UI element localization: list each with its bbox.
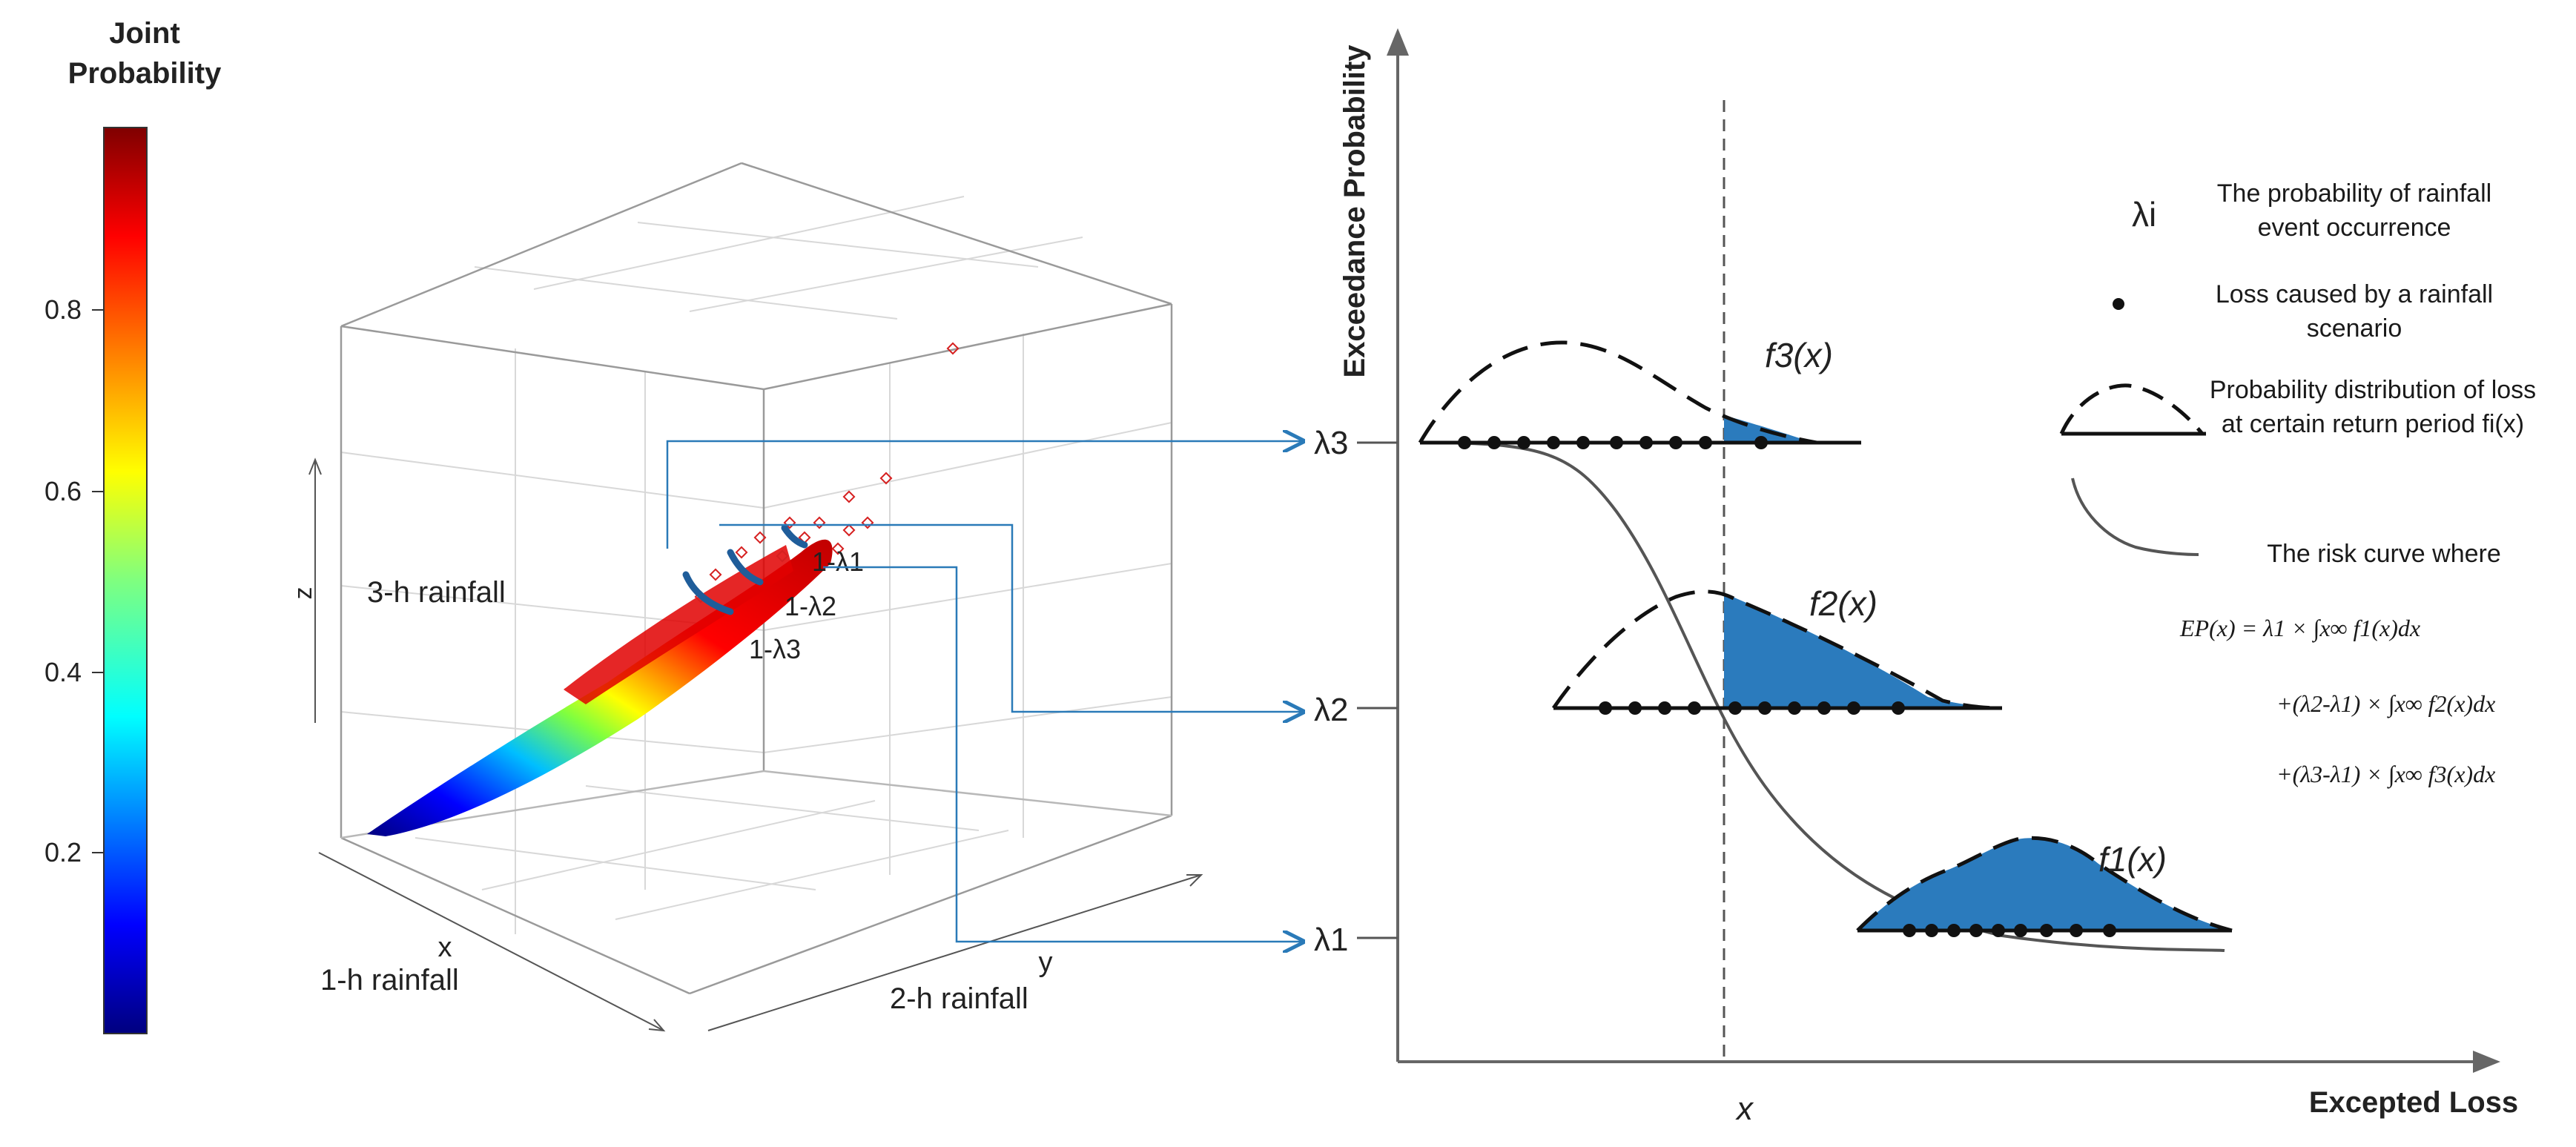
f1-label: f1(x)	[2098, 840, 2167, 879]
colorbar-title-line1: Joint	[109, 17, 180, 50]
y-axis-letter: y	[1039, 947, 1053, 978]
x-threshold-label: x	[1735, 1091, 1754, 1127]
x-axis-label: Excepted Loss	[2309, 1086, 2518, 1119]
legend-formula-line2: +(λ2-λ1) × ∫x∞ f2(x)dx	[2276, 690, 2495, 718]
legend-lambda-desc-line2: event occurrence	[2258, 214, 2451, 242]
lambda-arcs	[682, 524, 808, 615]
legend-distribution-icon	[2059, 383, 2206, 436]
f1-fill	[1857, 838, 2232, 931]
legend-dot-desc-line1: Loss caused by a rainfall	[2216, 280, 2493, 308]
colorbar-title-line2: Probability	[68, 57, 222, 90]
legend-lambda-desc-line1: The probability of rainfall	[2217, 179, 2491, 208]
colorbar-tick-label: 0.2	[44, 837, 82, 867]
arc-lambda3	[682, 571, 734, 615]
risk-chart: Exceedance Probability Excepted Loss λ3 …	[1314, 28, 2518, 1127]
arc-lambda1	[781, 524, 808, 549]
y-axis-arrow	[1387, 28, 1409, 56]
box-axes	[308, 457, 1203, 1032]
colorbar: Joint Probability 0.8 0.6 0.4 0.2	[44, 17, 222, 1034]
legend-dot-desc-line2: scenario	[2307, 314, 2402, 343]
connector-lambda2	[719, 523, 1301, 712]
level-label-lambda2: λ2	[1314, 692, 1348, 728]
connectors	[666, 441, 1301, 942]
level-label-lambda3: λ3	[1314, 425, 1348, 461]
x-axis-arrow	[2473, 1051, 2500, 1073]
f2-label: f2(x)	[1809, 584, 1877, 623]
distribution-f2: f2(x)	[1551, 584, 2003, 715]
arc-label-lambda2: 1-λ2	[785, 591, 836, 621]
distribution-f1: f1(x)	[1856, 836, 2233, 937]
z-axis-label: 3-h rainfall	[367, 576, 506, 609]
f2-loss-dots	[1599, 701, 1905, 715]
connector-lambda1	[823, 566, 1301, 942]
z-axis-letter: z	[289, 587, 317, 600]
scatter-density-core	[564, 545, 793, 704]
scatter-3d-plot: z x y 3-h rainfall 1-h rainfall 2-h rain…	[289, 162, 1203, 1032]
arc-lambda2	[727, 549, 764, 586]
y-axis-label: 2-h rainfall	[890, 982, 1028, 1015]
legend-curve-desc: The risk curve where	[2267, 540, 2501, 568]
arc-label-lambda1: 1-λ1	[812, 546, 864, 577]
f3-tail-fill	[1724, 415, 1813, 443]
f3-dashed-curve	[1418, 340, 1817, 445]
box-grid	[340, 196, 1172, 934]
level-label-lambda1: λ1	[1314, 922, 1348, 958]
y-axis-label: Exceedance Probability	[1338, 44, 1371, 378]
risk-curve	[1423, 441, 2225, 952]
distribution-f3: f3(x)	[1418, 336, 1861, 449]
box-edges	[340, 162, 1173, 995]
legend-dist-desc-line1: Probability distribution of loss	[2210, 376, 2536, 404]
f3-loss-dots	[1458, 436, 1768, 449]
f1-loss-dots	[1903, 924, 2116, 937]
x-axis-letter: x	[438, 932, 452, 963]
colorbar-tick-label: 0.6	[44, 476, 82, 506]
legend-formula-line1: EP(x) = λ1 × ∫x∞ f1(x)dx	[2179, 615, 2420, 643]
f2-tail-fill	[1724, 593, 2002, 708]
legend-formula-line3: +(λ3-λ1) × ∫x∞ f3(x)dx	[2276, 761, 2495, 789]
f3-label: f3(x)	[1765, 336, 1833, 374]
legend: λi The probability of rainfall event occ…	[2059, 179, 2536, 789]
f1-dashed-curve	[1856, 836, 2233, 933]
f2-dashed-curve	[1551, 589, 2003, 710]
scatter-cloud	[367, 342, 960, 836]
connector-lambda3	[666, 441, 1301, 549]
legend-curve-icon	[2071, 477, 2199, 556]
colorbar-gradient	[103, 127, 148, 1034]
colorbar-tick-label: 0.4	[44, 657, 82, 687]
legend-lambda-symbol: λi	[2132, 195, 2156, 234]
x-axis-label: 1-h rainfall	[320, 964, 459, 996]
colorbar-tick-label: 0.8	[44, 294, 82, 325]
arc-label-lambda3: 1-λ3	[749, 634, 801, 664]
legend-dot-icon	[2113, 298, 2124, 310]
legend-dist-desc-line2: at certain return period fi(x)	[2222, 410, 2524, 438]
